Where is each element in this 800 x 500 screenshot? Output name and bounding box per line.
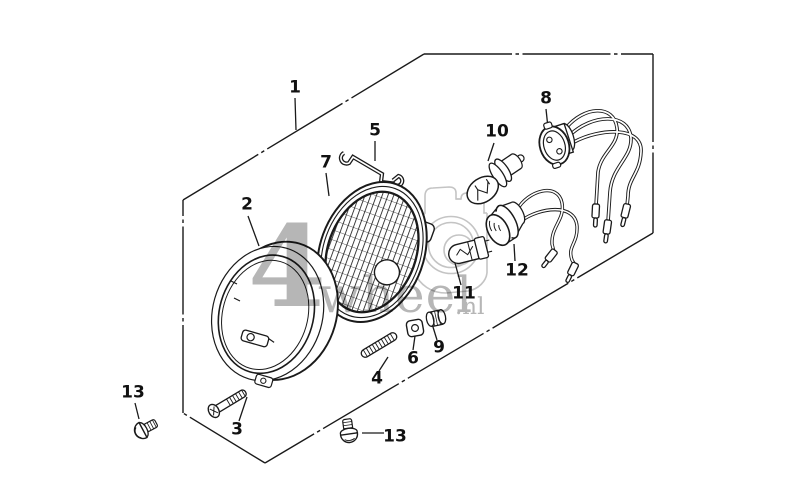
callout-label-4: 4: [371, 368, 383, 389]
callout-label-12: 12: [505, 260, 529, 281]
stud-4: [360, 332, 398, 358]
leader-lines: [134, 97, 549, 434]
collar-nut-9: [425, 309, 447, 328]
callout-label-5: 5: [369, 120, 381, 141]
callout-label-10: 10: [485, 121, 509, 142]
callout-label-8: 8: [540, 88, 552, 109]
callout-label-1: 1: [289, 77, 301, 98]
screw-3: [207, 389, 247, 419]
bulb-retainer-clip: [338, 151, 405, 188]
callout-label-9: 9: [433, 337, 445, 358]
callout-label-6: 6: [407, 348, 419, 369]
headlight-bulb-10: [466, 153, 525, 205]
connector-plug: [538, 121, 576, 170]
position-bulb-11: [448, 236, 493, 265]
bulb-socket-12: [485, 188, 579, 284]
callout-label-11: 11: [452, 283, 476, 304]
callout-label-2: 2: [241, 194, 253, 215]
screw-13-right: [339, 418, 359, 444]
screw-13-left: [133, 419, 159, 440]
callout-label-3: 3: [231, 419, 243, 440]
callout-label-13-right: 13: [383, 426, 407, 447]
headlight-rim: [210, 240, 339, 389]
wire-harness-8: [538, 108, 643, 244]
square-nut-6: [405, 318, 425, 338]
callout-label-13-left: 13: [121, 382, 145, 403]
part-group-boundary: [182, 53, 654, 464]
callout-label-7: 7: [320, 152, 332, 173]
